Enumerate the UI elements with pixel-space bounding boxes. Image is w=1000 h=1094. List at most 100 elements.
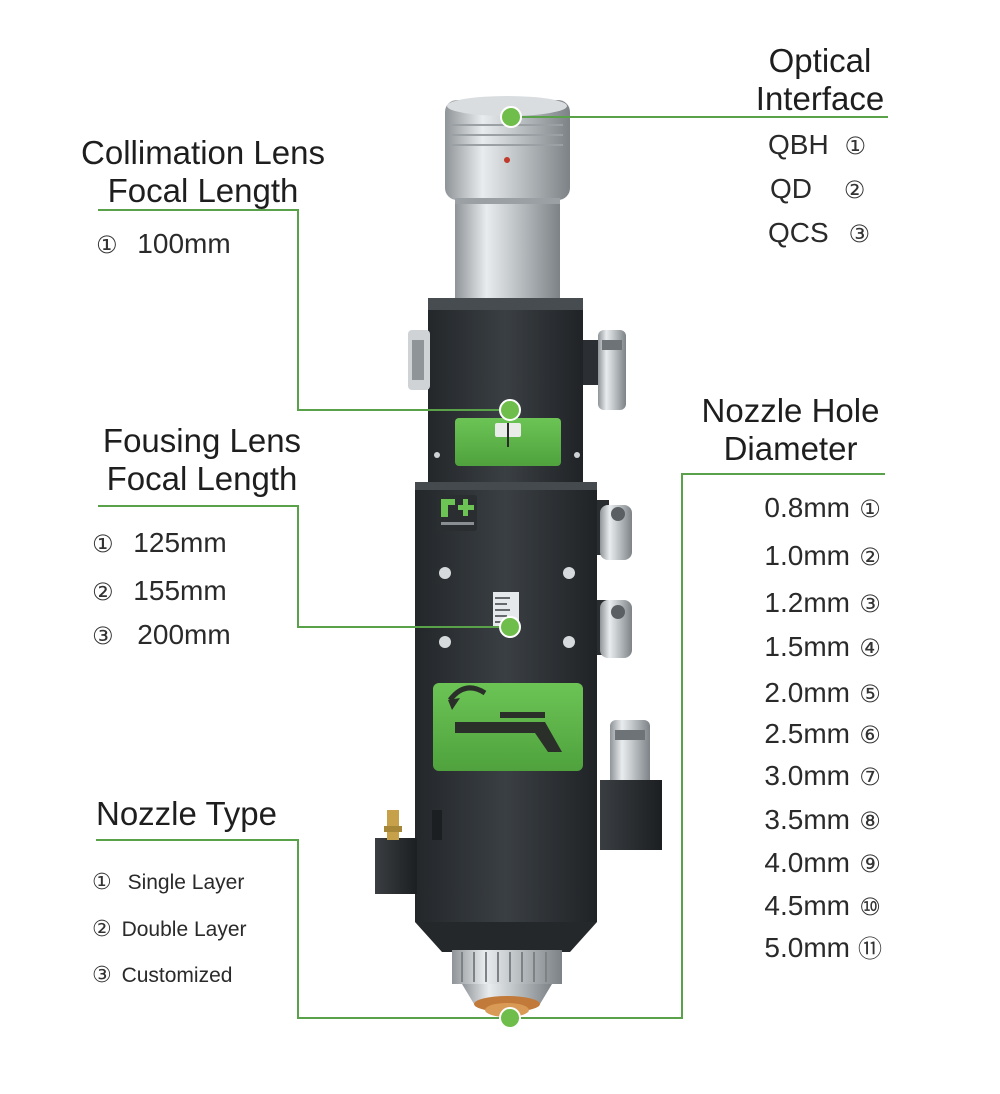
option-number: ⑨ bbox=[859, 851, 881, 878]
option-number: ② bbox=[859, 544, 881, 571]
nozzle-hole-title-line1: Nozzle Hole bbox=[701, 392, 880, 429]
option-value: 1.2mm bbox=[764, 587, 850, 618]
air-fitting-upper bbox=[583, 330, 626, 410]
optical-option-2: QD ② bbox=[770, 172, 865, 208]
option-name: QBH bbox=[768, 129, 829, 160]
nozzle-hole-option-5: 2.0mm ⑤ bbox=[740, 676, 890, 712]
lower-housing bbox=[415, 782, 597, 922]
leader-collimation-lens bbox=[98, 209, 510, 411]
nozzle-hole-option-10: 4.5mm ⑩ bbox=[740, 889, 890, 925]
option-value: 4.0mm bbox=[764, 847, 850, 878]
focusing-option-2: ② 155mm bbox=[92, 574, 227, 610]
air-fitting-lower bbox=[600, 720, 662, 850]
collimation-lens-title: Collimation Lens Focal Length bbox=[68, 134, 338, 210]
nozzle-type-title: Nozzle Type bbox=[96, 795, 277, 833]
option-value: 2.5mm bbox=[764, 718, 850, 749]
marker-collimation-lens bbox=[499, 399, 521, 421]
option-value: 1.0mm bbox=[764, 540, 850, 571]
optical-option-3: QCS ③ bbox=[768, 216, 870, 252]
focusing-title-line1: Fousing Lens bbox=[102, 422, 302, 459]
option-number: ① bbox=[96, 232, 118, 259]
option-number: ① bbox=[844, 133, 866, 160]
option-number: ④ bbox=[859, 635, 881, 662]
option-number: ② bbox=[843, 177, 866, 204]
option-value: 5.0mm bbox=[764, 932, 850, 963]
nozzle-hole-title-line2: Diameter bbox=[723, 430, 858, 467]
nozzle-hole-option-1: 0.8mm ① bbox=[740, 491, 890, 527]
optical-option-1: QBH ① bbox=[768, 128, 866, 164]
option-number: ⑧ bbox=[859, 808, 881, 835]
nozzle-type-option-2: ② Double Layer bbox=[92, 915, 247, 944]
markers bbox=[499, 106, 522, 1029]
option-value: 125mm bbox=[133, 527, 227, 558]
option-number: ③ bbox=[848, 221, 870, 248]
marker-nozzle bbox=[499, 1007, 521, 1029]
nozzle-hole-option-7: 3.0mm ⑦ bbox=[740, 759, 890, 795]
option-value: 2.0mm bbox=[764, 677, 850, 708]
laser-head bbox=[375, 96, 662, 1017]
option-value: 155mm bbox=[133, 575, 227, 606]
nozzle-hole-option-4: 1.5mm ④ bbox=[740, 630, 890, 666]
red-indicator bbox=[504, 157, 510, 163]
focusing-option-3: ③ 200mm bbox=[92, 618, 231, 654]
option-number: ① bbox=[92, 531, 114, 558]
nozzle-hole-option-2: 1.0mm ② bbox=[740, 539, 890, 575]
option-value: Single Layer bbox=[127, 871, 245, 894]
option-number: ② bbox=[92, 579, 114, 606]
option-value: 3.0mm bbox=[764, 760, 850, 791]
option-number: ② bbox=[92, 916, 112, 941]
nozzle-hole-option-3: 1.2mm ③ bbox=[740, 586, 890, 622]
marker-optical-interface bbox=[500, 106, 522, 128]
nozzle-type-title-text: Nozzle Type bbox=[96, 795, 277, 832]
option-value: 3.5mm bbox=[764, 804, 850, 835]
nozzle-hole-option-8: 3.5mm ⑧ bbox=[740, 803, 890, 839]
optical-interface-title: Optical Interface bbox=[745, 42, 895, 118]
brand-logo bbox=[437, 495, 477, 531]
option-value: Double Layer bbox=[121, 918, 247, 941]
option-name: QD bbox=[770, 173, 812, 204]
optical-interface-title-line2: Interface bbox=[755, 80, 885, 117]
option-number: ⑩ bbox=[859, 894, 881, 921]
sensor-block bbox=[375, 810, 417, 894]
leader-focusing-lens bbox=[98, 505, 510, 628]
option-number: ⑪ bbox=[858, 936, 882, 963]
option-value: Customized bbox=[121, 964, 233, 987]
leader-nozzle-type bbox=[96, 839, 510, 1019]
option-number: ① bbox=[859, 496, 881, 523]
option-number: ⑤ bbox=[859, 681, 881, 708]
focusing-lens-title: Fousing Lens Focal Length bbox=[92, 422, 312, 498]
nozzle-hole-option-11: 5.0mm ⑪ bbox=[740, 931, 890, 967]
option-number: ⑦ bbox=[859, 764, 881, 791]
option-number: ③ bbox=[92, 962, 112, 987]
focusing-option-1: ① 125mm bbox=[92, 526, 227, 562]
marker-focusing-lens bbox=[499, 616, 521, 638]
leader-lines bbox=[96, 116, 888, 1019]
collimation-title-line1: Collimation Lens bbox=[81, 134, 325, 171]
option-number: ③ bbox=[859, 591, 881, 618]
nozzle-hole-option-6: 2.5mm ⑥ bbox=[740, 717, 890, 753]
screws bbox=[439, 567, 575, 648]
option-value: 0.8mm bbox=[764, 492, 850, 523]
nozzle-hole-title: Nozzle Hole Diameter bbox=[688, 392, 893, 468]
option-value: 100mm bbox=[137, 228, 231, 259]
cap-top bbox=[447, 96, 567, 116]
focusing-title-line2: Focal Length bbox=[106, 460, 298, 497]
nozzle bbox=[452, 950, 562, 1017]
option-value: 4.5mm bbox=[764, 890, 850, 921]
collimation-title-line2: Focal Length bbox=[107, 172, 299, 209]
collimation-option-1: ① 100mm bbox=[96, 227, 231, 263]
air-fitting-middle-1 bbox=[597, 500, 632, 560]
nozzle-type-option-1: ① Single Layer bbox=[92, 868, 244, 897]
steel-tube bbox=[455, 198, 560, 303]
option-number: ③ bbox=[92, 623, 114, 650]
option-number: ⑥ bbox=[859, 722, 881, 749]
optical-interface-title-line1: Optical bbox=[768, 42, 872, 79]
option-name: QCS bbox=[768, 217, 829, 248]
nozzle-type-option-3: ③ Customized bbox=[92, 961, 232, 990]
option-value: 1.5mm bbox=[764, 631, 850, 662]
option-number: ① bbox=[92, 869, 112, 894]
housing-bevel bbox=[415, 922, 597, 952]
air-fitting-middle-2 bbox=[597, 600, 632, 658]
option-value: 200mm bbox=[137, 619, 231, 650]
